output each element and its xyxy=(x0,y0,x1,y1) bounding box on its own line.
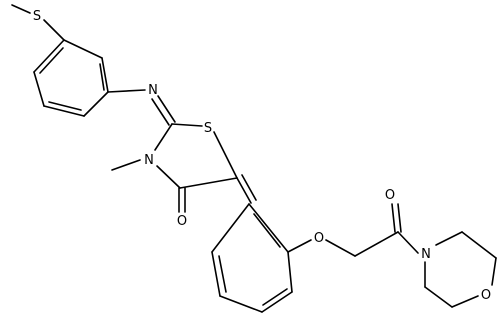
bond xyxy=(451,295,479,308)
atom-label-n-ring: N xyxy=(144,153,154,168)
bond xyxy=(63,39,103,59)
atom-labels: S N S N O O O N O xyxy=(33,9,491,303)
bond xyxy=(43,19,65,41)
bond xyxy=(39,47,64,74)
bond xyxy=(211,203,250,253)
bond-lines xyxy=(11,4,497,313)
atom-label-s-ring: S xyxy=(204,121,212,136)
bond xyxy=(253,213,281,248)
bond xyxy=(211,251,221,297)
bond xyxy=(391,203,396,233)
bond xyxy=(261,291,293,313)
bond xyxy=(397,231,419,254)
bond xyxy=(107,89,146,93)
bond xyxy=(354,231,399,257)
bond xyxy=(424,286,453,308)
atom-label-o-ether: O xyxy=(314,231,324,246)
bond xyxy=(111,159,141,171)
bond xyxy=(397,203,402,233)
atom-label-o-carbonyl-ring: O xyxy=(177,214,187,229)
bond xyxy=(33,39,65,73)
bond xyxy=(219,295,263,313)
bond xyxy=(179,177,238,189)
bond xyxy=(218,255,227,293)
bond xyxy=(325,239,356,257)
bond xyxy=(491,257,497,286)
atom-label-n-imine: N xyxy=(148,83,158,98)
atom-label-s-methylthio: S xyxy=(33,9,41,24)
bond xyxy=(156,165,181,189)
bond xyxy=(287,251,293,293)
bond xyxy=(248,203,289,253)
bond xyxy=(213,131,238,179)
atom-label-o-morpholine: O xyxy=(481,288,491,303)
bond xyxy=(241,174,257,201)
bond xyxy=(101,57,109,93)
bond xyxy=(236,177,252,204)
bond xyxy=(262,288,288,306)
bond xyxy=(151,98,170,126)
bond xyxy=(43,105,85,117)
bond xyxy=(154,123,173,151)
bond xyxy=(157,95,176,123)
bond xyxy=(461,231,497,259)
bond xyxy=(83,91,109,117)
atom-label-n-morpholine: N xyxy=(421,247,431,262)
bond xyxy=(287,239,312,253)
bond xyxy=(435,231,463,246)
atom-label-o-amide: O xyxy=(385,188,395,203)
bond xyxy=(99,63,105,91)
bond xyxy=(33,71,45,107)
bond xyxy=(171,123,203,127)
bond xyxy=(48,101,82,111)
bond xyxy=(11,4,31,14)
